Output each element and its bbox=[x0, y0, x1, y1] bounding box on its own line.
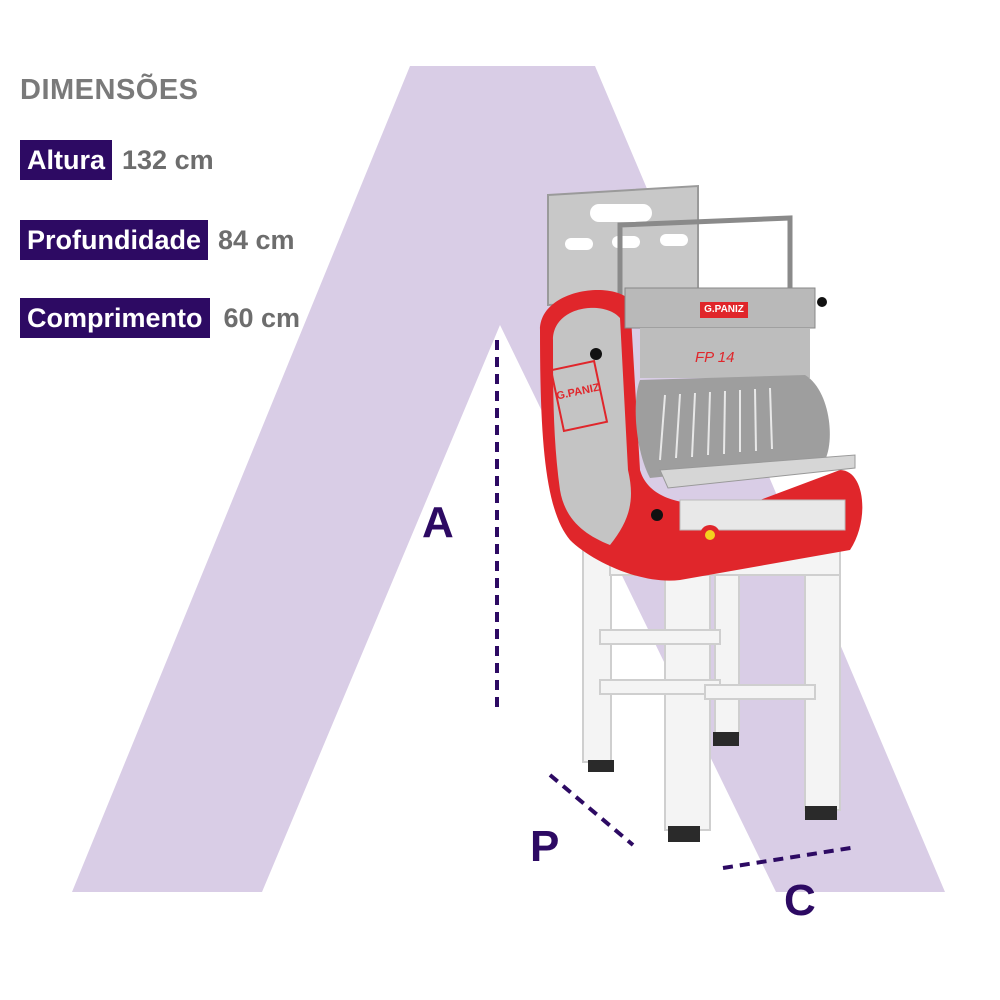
brand-badge-front: G.PANIZ bbox=[704, 304, 744, 315]
spec-height-label: Altura bbox=[20, 140, 113, 180]
depth-letter: P bbox=[530, 822, 560, 871]
length-letter: C bbox=[784, 876, 816, 925]
spec-depth: Profundidade 84 cm bbox=[20, 220, 295, 260]
svg-text:FP 14: FP 14 bbox=[695, 349, 734, 366]
spec-length-label: Comprimento bbox=[20, 298, 210, 338]
depth-guide-line bbox=[548, 773, 635, 847]
spec-length-value: 60 cm bbox=[223, 302, 301, 333]
dimensions-heading: DIMENSÕES bbox=[20, 74, 199, 106]
silver-side-panel bbox=[553, 307, 631, 545]
spec-length: Comprimento 60 cm bbox=[20, 298, 300, 338]
top-handle-bar bbox=[617, 215, 793, 295]
machine-feet bbox=[588, 732, 837, 842]
spec-height-value: 132 cm bbox=[122, 144, 214, 175]
spec-depth-value: 84 cm bbox=[218, 224, 295, 255]
spec-height: Altura 132 cm bbox=[20, 140, 214, 180]
rear-guard-plate bbox=[547, 184, 699, 307]
length-guide-line bbox=[722, 845, 858, 870]
height-letter: A bbox=[422, 498, 454, 547]
main-housing: FP 14 bbox=[624, 287, 856, 545]
spec-depth-label: Profundidade bbox=[20, 220, 208, 260]
